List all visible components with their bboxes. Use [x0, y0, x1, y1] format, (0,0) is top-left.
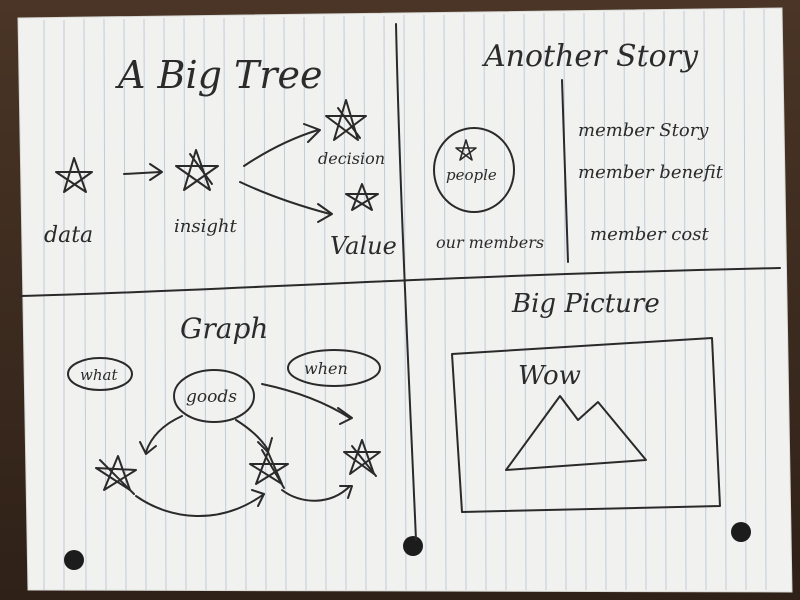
picture-frame	[451, 337, 721, 513]
label-people: people	[446, 166, 497, 184]
star-icon-people	[455, 139, 477, 161]
star-icon-value	[345, 183, 379, 211]
vertical-divider	[395, 23, 417, 541]
star-icon-node-left	[95, 455, 137, 495]
ruled-lines	[43, 8, 767, 591]
label-when: when	[304, 359, 348, 378]
star-icon-data	[55, 157, 93, 193]
star-icon-node-right	[343, 439, 381, 477]
list-item-member-cost: member cost	[590, 224, 709, 245]
title-another-story: Another Story	[481, 39, 699, 74]
label-decision: decision	[318, 149, 385, 168]
label-data: data	[44, 223, 93, 248]
bubble-goods	[173, 369, 255, 423]
bubble-when	[287, 349, 381, 387]
arrow-insight-to-decision-icon	[243, 123, 321, 167]
star-icon-node-center	[249, 449, 289, 489]
punch-hole-right	[731, 522, 751, 542]
list-item-member-story: member Story	[578, 120, 709, 141]
list-item-member-benefit: member benefit	[578, 162, 724, 183]
story-divider	[561, 79, 569, 263]
title-a-big-tree: A Big Tree	[115, 53, 323, 97]
punch-hole-left	[64, 550, 84, 570]
mountain-icon	[505, 395, 647, 471]
caption-our-members: our members	[436, 233, 544, 252]
label-goods: goods	[186, 387, 237, 407]
punch-hole-center	[403, 536, 423, 556]
label-value: Value	[330, 232, 397, 260]
title-graph: Graph	[180, 312, 268, 345]
label-insight: insight	[174, 216, 237, 237]
frame-text-wow: Wow	[518, 361, 581, 391]
star-icon-insight	[175, 149, 219, 191]
horizontal-divider	[19, 267, 781, 297]
star-icon-decision	[325, 99, 367, 141]
bubble-what	[67, 357, 133, 391]
arrow-insight-to-value-icon	[239, 181, 333, 223]
title-big-picture: Big Picture	[511, 289, 660, 319]
graph-arrows	[135, 383, 353, 517]
people-circle	[433, 127, 515, 213]
arrow-data-to-insight-icon	[123, 163, 163, 181]
label-what: what	[80, 366, 118, 384]
